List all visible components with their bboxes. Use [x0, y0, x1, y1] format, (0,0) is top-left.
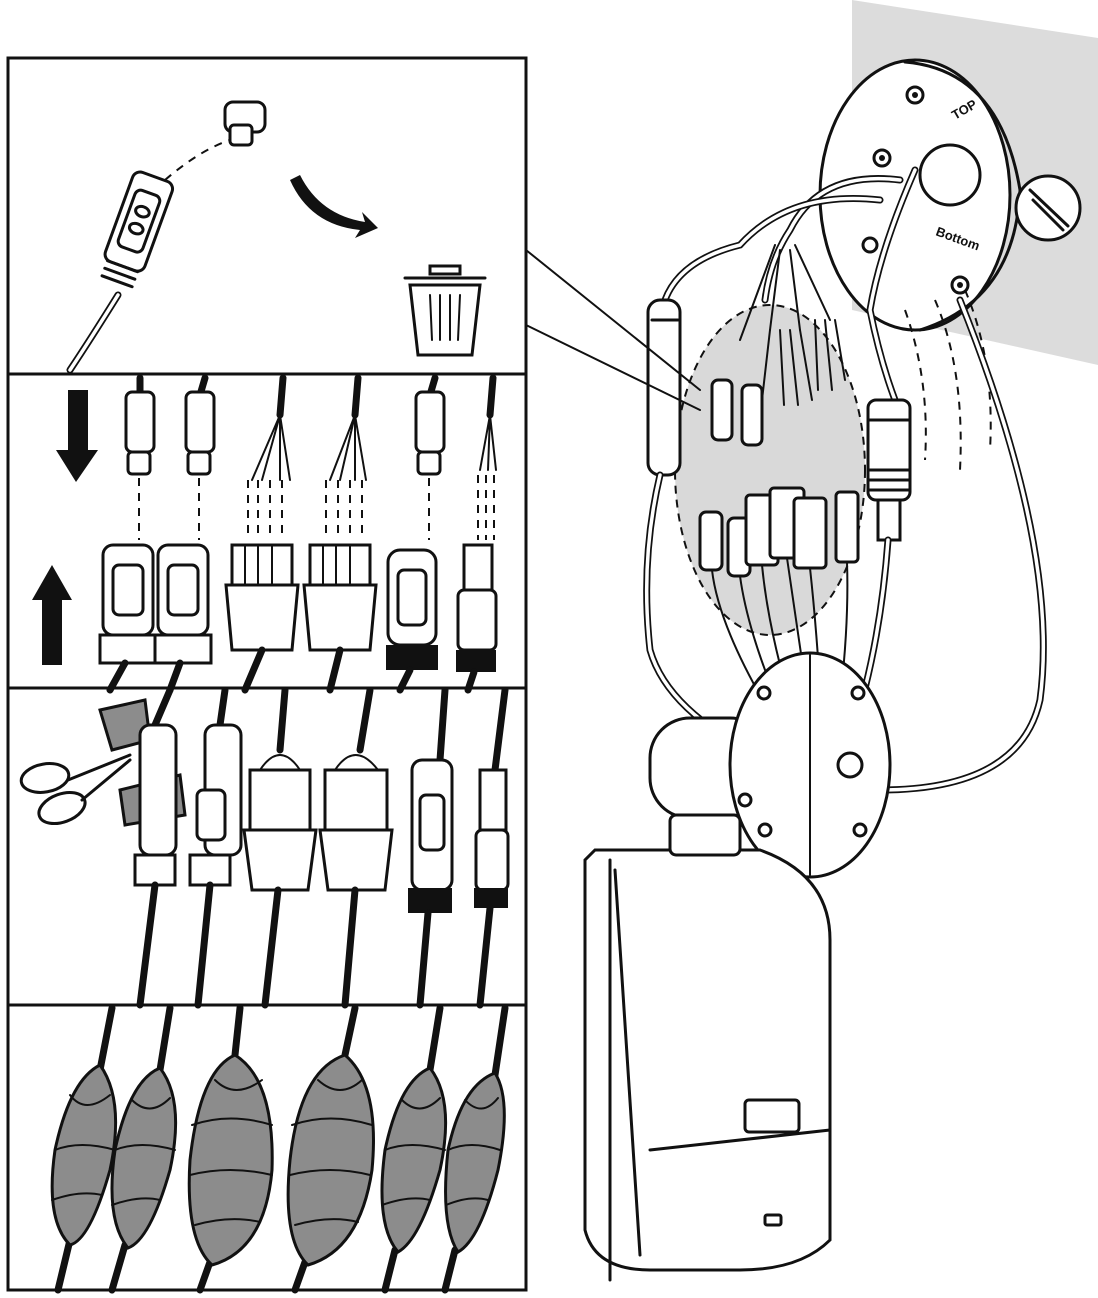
dust-cap	[223, 100, 267, 147]
connector-highlight	[674, 304, 866, 636]
junction-cable-hole	[918, 143, 982, 207]
main-cable-bundle	[661, 166, 1047, 794]
up-arrow-icon	[32, 565, 72, 665]
trash-icon	[403, 264, 487, 357]
ground-screw	[836, 751, 864, 779]
housing-label-plate	[743, 1098, 801, 1134]
step-connect-plugs	[32, 374, 498, 694]
step-tape-connections	[19, 686, 510, 1009]
camera-assembly: TOP Bottom	[583, 0, 1098, 1282]
long-plug	[646, 298, 682, 477]
scissors-icon	[19, 753, 132, 826]
down-arrow-icon	[56, 390, 98, 482]
callout-lines	[525, 249, 701, 411]
step-wrapped-connections	[50, 1004, 509, 1294]
step-remove-cap	[66, 100, 487, 374]
network-connector	[866, 398, 912, 502]
curved-arrow-icon	[290, 175, 378, 238]
camera-housing	[583, 848, 832, 1272]
